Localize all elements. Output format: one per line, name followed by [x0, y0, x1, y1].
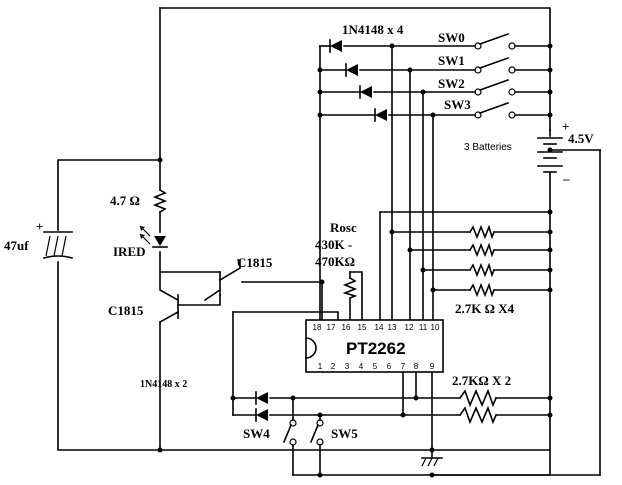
resistor-x2-2 — [458, 405, 498, 425]
resistor-x4-3 — [468, 262, 496, 278]
resistor-x4-1 — [468, 224, 496, 240]
label-capacitor-plus: + — [36, 219, 43, 234]
chip-label: PT2262 — [346, 339, 406, 358]
wires — [57, 7, 601, 476]
resistor-x4-2 — [468, 242, 496, 258]
switch-sw4 — [282, 419, 297, 446]
label-sw3: SW3 — [444, 97, 471, 112]
switch-sw2 — [474, 78, 516, 96]
label-sw4: SW4 — [243, 426, 270, 441]
chip-pin: 17 — [327, 323, 336, 332]
chip-pin: 1 — [318, 362, 323, 371]
resistor-rosc — [342, 276, 358, 300]
switch-sw3 — [474, 101, 516, 119]
label-battery-plus: + — [562, 119, 569, 134]
diode-top-4 — [374, 108, 387, 122]
chip-pins-top: 18 17 16 15 14 13 12 11 10 — [313, 323, 440, 332]
label-transistor-upper: C1815 — [237, 255, 273, 270]
diode-bottom-1 — [255, 391, 268, 405]
label-rosc-range-2: 470KΩ — [315, 254, 355, 269]
chip-pin: 2 — [331, 362, 336, 371]
label-voltage: 4.5V — [568, 131, 594, 146]
chip-pin: 14 — [375, 323, 384, 332]
chip-pin: 13 — [388, 323, 397, 332]
switch-sw1 — [474, 56, 516, 74]
capacitor-47uf — [43, 231, 73, 259]
label-diodes-bottom: 1N4148 x 2 — [140, 379, 187, 390]
diode-bottom-2 — [255, 408, 268, 422]
chip-pin: 10 — [431, 323, 440, 332]
chip-pin: 18 — [313, 323, 322, 332]
label-rosc-range-1: 430K - — [315, 237, 352, 252]
label-resistors-x2: 2.7KΩ X 2 — [452, 373, 511, 388]
chip-pin: 3 — [345, 362, 350, 371]
diode-top-3 — [359, 85, 372, 99]
chip-pt2262 — [305, 319, 444, 373]
label-sw2: SW2 — [438, 76, 465, 91]
chip-pin: 8 — [414, 362, 419, 371]
label-batteries: 3 Batteries — [464, 142, 512, 153]
label-resistor-ired: 4.7 Ω — [110, 193, 140, 208]
label-rosc: Rosc — [330, 220, 357, 235]
chip-pin: 16 — [342, 323, 351, 332]
junction-dots — [157, 43, 553, 478]
chip-pin: 6 — [387, 362, 392, 371]
label-resistors-x4: 2.7K Ω X4 — [455, 301, 515, 316]
label-sw5: SW5 — [331, 426, 358, 441]
resistor-ired — [152, 188, 168, 214]
switch-sw5 — [309, 419, 324, 446]
diode-top-2 — [345, 63, 358, 77]
label-sw1: SW1 — [438, 53, 465, 68]
label-sw0: SW0 — [438, 30, 465, 45]
chip-pin: 11 — [419, 323, 428, 332]
ired-led — [139, 225, 168, 248]
resistor-x4-4 — [468, 282, 496, 298]
diode-top-1 — [329, 39, 342, 53]
label-battery-minus: – — [562, 171, 570, 186]
switch-sw0 — [474, 32, 516, 50]
label-transistor-lower: C1815 — [108, 303, 144, 318]
chip-pin: 9 — [430, 362, 435, 371]
label-diodes-top: 1N4148 x 4 — [342, 22, 404, 37]
resistor-x2-1 — [458, 388, 498, 408]
chip-pin: 4 — [359, 362, 364, 371]
battery-symbol — [537, 137, 563, 173]
chip-pins-bottom: 1 2 3 4 5 6 7 8 9 — [318, 362, 435, 371]
ground-icon — [421, 457, 443, 467]
chip-pin: 7 — [401, 362, 406, 371]
label-capacitor: 47uf — [4, 238, 29, 253]
chip-pin: 5 — [373, 362, 378, 371]
chip-pin: 15 — [358, 323, 367, 332]
chip-pin: 12 — [405, 323, 414, 332]
label-ired: IRED — [113, 244, 146, 259]
